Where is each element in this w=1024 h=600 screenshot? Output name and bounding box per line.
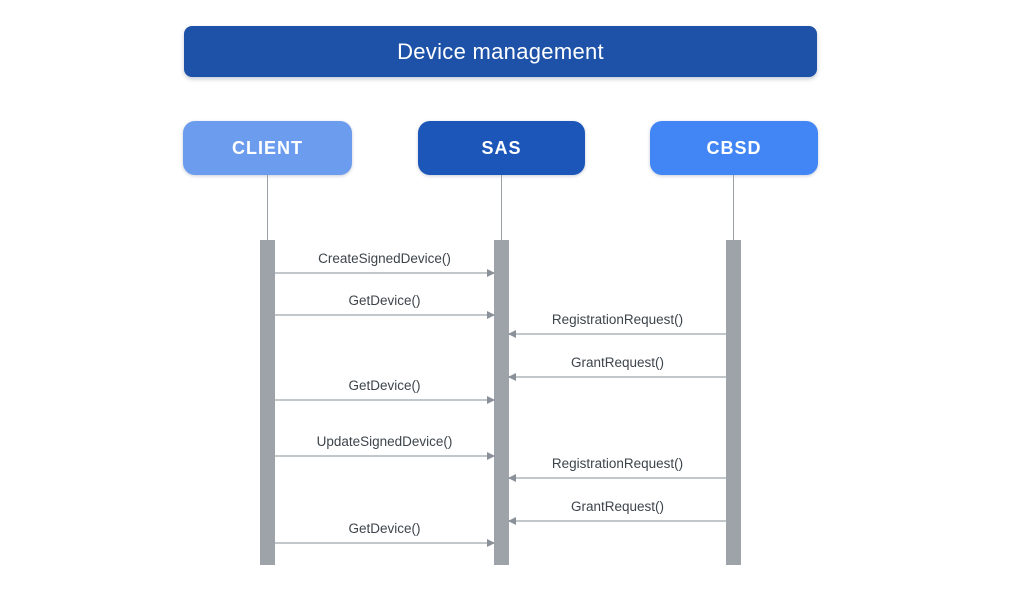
message-label: GrantRequest() <box>570 499 665 514</box>
message-label: GetDevice() <box>348 521 421 536</box>
message-create-signed-device: CreateSignedDevice() <box>275 250 495 277</box>
message-arrow <box>508 329 726 338</box>
actor-box-sas: SAS <box>418 121 585 175</box>
activation-bar-sas <box>494 240 509 565</box>
message-arrow <box>275 538 495 547</box>
activation-bar-cbsd <box>726 240 741 565</box>
message-label: RegistrationRequest() <box>551 312 684 327</box>
message-label: UpdateSignedDevice() <box>316 434 453 449</box>
message-arrow <box>508 516 726 525</box>
message-arrow <box>275 395 495 404</box>
message-registration-request-1: RegistrationRequest() <box>508 311 726 338</box>
message-label: GetDevice() <box>348 378 421 393</box>
arrowhead-right-icon <box>487 395 495 404</box>
message-arrow <box>275 451 495 460</box>
message-label: GrantRequest() <box>570 355 665 370</box>
arrowhead-left-icon <box>508 473 516 482</box>
diagram-title: Device management <box>184 26 817 77</box>
message-grant-request-2: GrantRequest() <box>508 498 726 525</box>
lifeline-client <box>267 175 268 240</box>
message-label: GetDevice() <box>348 293 421 308</box>
lifeline-sas <box>501 175 502 240</box>
message-get-device-1: GetDevice() <box>275 292 495 319</box>
arrowhead-right-icon <box>487 451 495 460</box>
message-registration-request-2: RegistrationRequest() <box>508 455 726 482</box>
arrowhead-right-icon <box>487 268 495 277</box>
arrowhead-left-icon <box>508 372 516 381</box>
message-label: RegistrationRequest() <box>551 456 684 471</box>
activation-bar-client <box>260 240 275 565</box>
message-get-device-2: GetDevice() <box>275 377 495 404</box>
arrowhead-left-icon <box>508 516 516 525</box>
message-arrow <box>508 372 726 381</box>
message-grant-request-1: GrantRequest() <box>508 354 726 381</box>
message-arrow <box>508 473 726 482</box>
message-label: CreateSignedDevice() <box>318 251 451 266</box>
message-arrow <box>275 310 495 319</box>
message-update-signed-device: UpdateSignedDevice() <box>275 433 495 460</box>
lifeline-cbsd <box>733 175 734 240</box>
arrowhead-left-icon <box>508 329 516 338</box>
actor-box-cbsd: CBSD <box>650 121 818 175</box>
actor-box-client: CLIENT <box>183 121 352 175</box>
message-get-device-3: GetDevice() <box>275 520 495 547</box>
arrowhead-right-icon <box>487 538 495 547</box>
arrowhead-right-icon <box>487 310 495 319</box>
message-arrow <box>275 268 495 277</box>
